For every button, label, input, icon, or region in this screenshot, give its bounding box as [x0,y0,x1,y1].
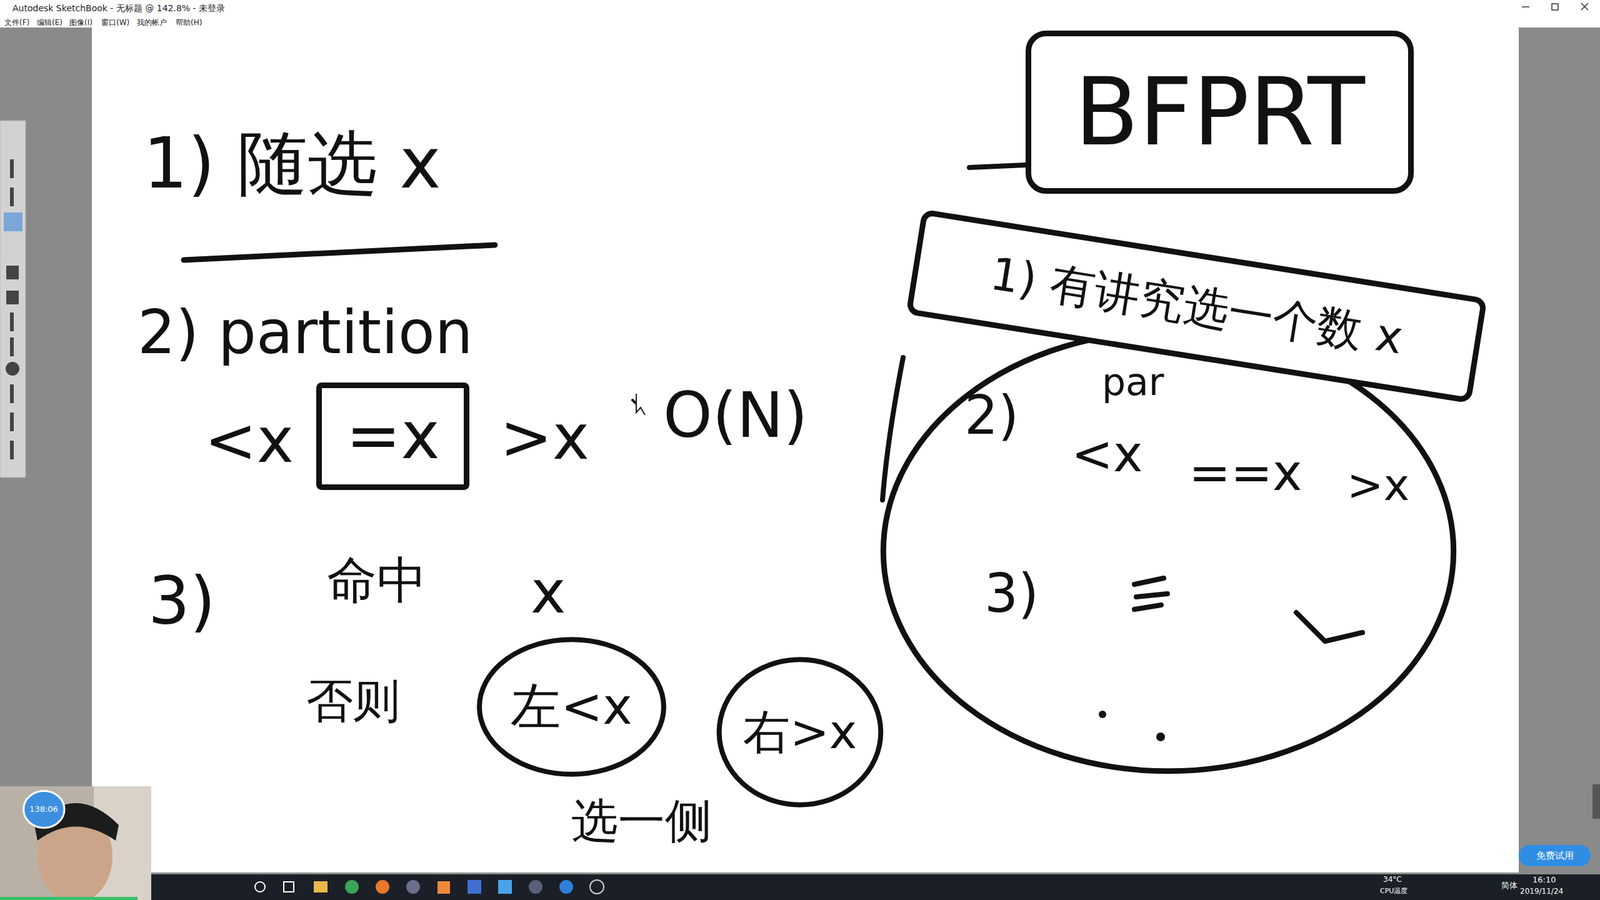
mouse-cursor [636,393,645,415]
drawing-canvas [91,27,1519,873]
node-text: BFPRT [1074,60,1365,164]
note-text: O(N) [663,381,809,450]
title-bar [0,0,1600,19]
title-box: BFPRT [1025,30,1414,194]
circled-term: 右>x [717,658,883,807]
tray-text: CPU温度 [1380,887,1408,895]
node-text: 2) [964,386,1019,445]
circled-term: 左<x [477,638,666,776]
outline-shape [908,212,1484,401]
menu-text: 编辑(E) [36,18,63,27]
outline-shape [479,639,664,775]
window-controls [1521,3,1589,10]
note-text: x [530,559,566,625]
right-gutter [1518,27,1600,875]
node-text: >x [1346,461,1410,510]
note-text: 2) partition [137,300,473,367]
outline-shape [23,791,64,829]
menu-text: 帮助(H) [175,18,202,27]
tool-palette [0,120,26,478]
outline-shape [1518,845,1591,867]
tray-text: 16:10 [1532,875,1556,885]
outline-shape [319,385,467,488]
taskbar [0,874,1600,900]
node-text: 右>x [743,706,857,759]
menu-text: Autodesk SketchBook - 无标题 @ 142.8% - 未登录 [12,3,225,14]
trial-button: 免费试用 [1518,845,1591,867]
steps-ellipse: 2) par <x ==x >x 3) [877,326,1460,776]
note-text: >x [500,403,590,472]
outline-shape [883,331,1454,772]
outline-shape [719,659,882,805]
note-text: 1) 随选 x [143,125,441,202]
menu-text: 窗口(W) [101,18,130,27]
note-text: <x [204,406,294,475]
left-gutter [0,27,92,875]
tray-text: 2019/11/24 [1520,887,1564,896]
node-text: <x [1071,426,1143,482]
menu-bar [0,18,1600,28]
note-text: 否则 [306,675,400,727]
scroll-handle [1592,784,1600,819]
note-text: 命中 [326,553,427,609]
menu-text: 文件(F) [4,18,30,27]
node-text: 3) [984,564,1039,624]
menu-text: 图像(I) [69,18,93,27]
node-text: ==x [1188,445,1302,501]
tray-text: 简体 [1501,881,1518,890]
boxed-term: =x [316,382,470,490]
timer-badge: 138:06 [23,790,65,829]
node-text: par [1101,361,1165,403]
note-text: 选一侧 [571,795,712,847]
note-text: 3) [148,565,216,639]
taskbar-icons [255,880,604,894]
node-text: 免费试用 [1536,850,1574,862]
outline-shape [1028,33,1412,192]
node-text: =x [345,400,440,473]
menu-text: 我的帐户 [136,18,167,27]
tray-text: 34°C [1383,875,1402,884]
node-text: 左<x [510,679,632,735]
node-text: 138:06 [29,805,59,814]
webcam-overlay [0,786,152,900]
